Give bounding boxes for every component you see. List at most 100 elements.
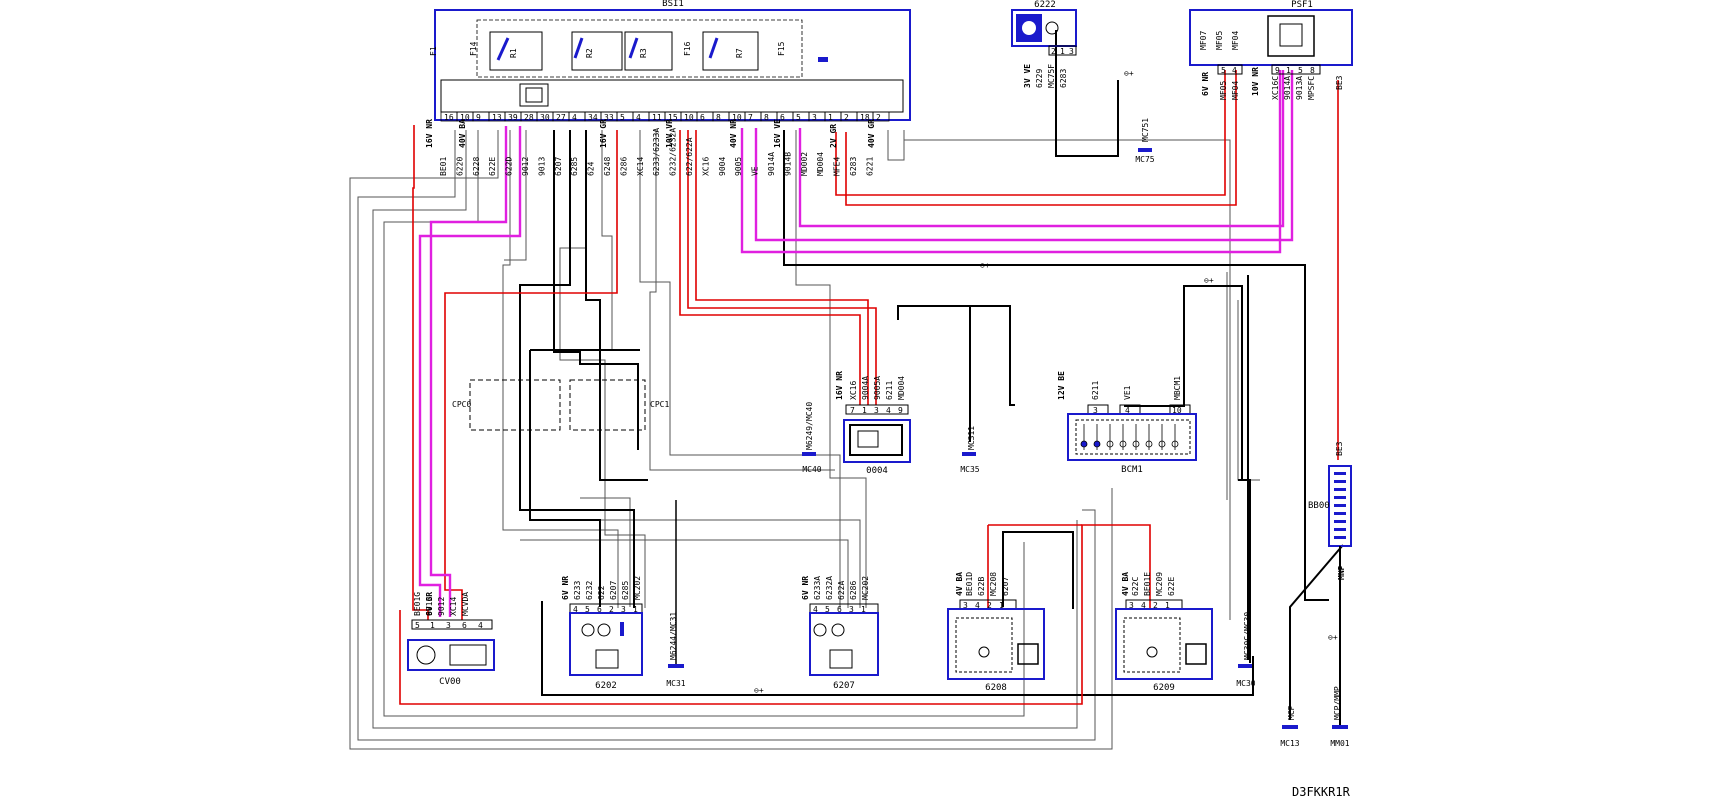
wire-label: 622 <box>597 585 606 600</box>
cpc1-label: CPC1 <box>650 400 669 409</box>
svg-text:2: 2 <box>1153 601 1158 610</box>
ground-wire-label: MC751 <box>1141 118 1150 142</box>
bsi-connector-label: 16V GR <box>599 119 608 148</box>
bsi-pin-number: 10 <box>460 113 470 122</box>
component-label: BCM1 <box>1121 465 1143 475</box>
ground-mc75: ⊖+ MC751 MC75 <box>1124 69 1155 164</box>
bcm-lamp <box>1158 440 1166 448</box>
relay-label: R3 <box>639 48 648 58</box>
bsi-wire-label: 6233/6233A <box>652 128 661 176</box>
svg-text:4: 4 <box>573 605 578 614</box>
fuse-label: F1 <box>429 46 438 56</box>
wire-label: MC202 <box>861 576 870 600</box>
wire-label: MPSFC <box>1307 76 1316 100</box>
wire-label: 9013A <box>1295 76 1304 100</box>
bsi-pin-number: 27 <box>556 113 566 122</box>
component-label: 0004 <box>866 466 888 476</box>
bsi-connector-label: 40V BA <box>458 119 467 148</box>
ground-wire-label: MCP <box>1287 705 1296 720</box>
bsi-pin-number: 1 <box>828 113 833 122</box>
bb-cell <box>1334 472 1346 475</box>
ground-symbol: ⊖+ <box>1328 633 1338 642</box>
wire-label: 622B <box>977 577 986 596</box>
svg-text:9: 9 <box>898 406 903 415</box>
svg-text:3: 3 <box>446 621 451 630</box>
wire-label: MCVDA <box>461 592 470 616</box>
bb-cell <box>1334 536 1346 539</box>
ground-label: MC35 <box>960 465 979 474</box>
wire-label: 6233A <box>813 576 822 600</box>
svg-text:5: 5 <box>585 605 590 614</box>
svg-text:2: 2 <box>609 605 614 614</box>
wire-label: 622A <box>837 581 846 600</box>
svg-text:4: 4 <box>1232 66 1237 75</box>
fuse-label: F14 <box>469 41 478 56</box>
relay-label: R7 <box>735 48 744 58</box>
wire-label: 9013 <box>425 597 434 616</box>
bcm-lamp <box>1132 440 1140 448</box>
ground-mc35: MC311 MC35 <box>960 426 979 474</box>
bsi-pin-number: 4 <box>572 113 577 122</box>
bsi-pin-number: 11 <box>652 113 662 122</box>
svg-text:3: 3 <box>1129 601 1134 610</box>
black-wire-bundle <box>519 30 1344 720</box>
bb00-cells <box>1334 472 1346 539</box>
wire-label: 6207 <box>609 581 618 600</box>
wire-label: BE01E <box>1143 572 1152 596</box>
bsi-connector-label: 16V VE <box>773 119 782 148</box>
bsi-wire-label: 6220 <box>455 157 464 176</box>
svg-text:1: 1 <box>1286 66 1291 75</box>
bcm1-internals <box>1080 424 1179 450</box>
bsi-pin-number: 2 <box>876 113 881 122</box>
svg-text:1: 1 <box>633 605 638 614</box>
fuse-label: F16 <box>683 41 692 56</box>
ground-label: MC75 <box>1135 155 1154 164</box>
wire-label: MC75F <box>1047 64 1056 88</box>
svg-text:5: 5 <box>1298 66 1303 75</box>
connector-label: 16V NR <box>835 371 844 400</box>
fuse-label: MF04 <box>1231 31 1240 50</box>
ground-wire-label: M6249/MC40 <box>805 402 814 450</box>
svg-text:4: 4 <box>886 406 891 415</box>
bsi-pin-number: 16 <box>444 113 454 122</box>
ground-mc13: MCP MC13 <box>1280 705 1299 748</box>
bsi-pin-number: 10 <box>684 113 694 122</box>
wire-label: 622C <box>1131 577 1140 596</box>
wire-label: MC209 <box>1155 572 1164 596</box>
svg-text:1: 1 <box>862 406 867 415</box>
svg-text:7: 7 <box>850 406 855 415</box>
connector-label: 6V NR <box>801 576 810 600</box>
svg-text:3: 3 <box>621 605 626 614</box>
component-label: 6207 <box>833 681 855 691</box>
ground-label: MC40 <box>802 465 821 474</box>
wire-label: MF04 <box>1231 81 1240 100</box>
bsi-pin-number: 5 <box>796 113 801 122</box>
bsi-wire-label: XC14 <box>636 157 645 176</box>
bsi-wire-label: 624 <box>587 161 596 176</box>
connector-label: 4V BA <box>955 572 964 596</box>
bsi-wire-label: 6232/6232A <box>669 128 678 176</box>
bsi-wire-label: 9004 <box>718 157 727 176</box>
wire-label: 6233 <box>573 581 582 600</box>
wire-label: 9014A <box>1283 76 1292 100</box>
bb-cell <box>1334 520 1346 523</box>
ground-symbol: ⊖+ <box>754 686 764 695</box>
connector-label: 10V NR <box>1251 67 1260 96</box>
svg-text:5: 5 <box>825 605 830 614</box>
svg-text:3: 3 <box>849 605 854 614</box>
wire-label: MF05 <box>1219 81 1228 100</box>
svg-text:1: 1 <box>1060 47 1065 56</box>
bsi-wire-label: 6207 <box>554 157 563 176</box>
bsi-pin-cell <box>872 111 890 122</box>
wire-label: 6285 <box>621 581 630 600</box>
ground-wire-label: M6244/MC31 <box>669 612 678 660</box>
svg-text:5: 5 <box>1221 66 1226 75</box>
bsi-pin-number: 30 <box>540 113 550 122</box>
ground-label: MC31 <box>666 679 685 688</box>
